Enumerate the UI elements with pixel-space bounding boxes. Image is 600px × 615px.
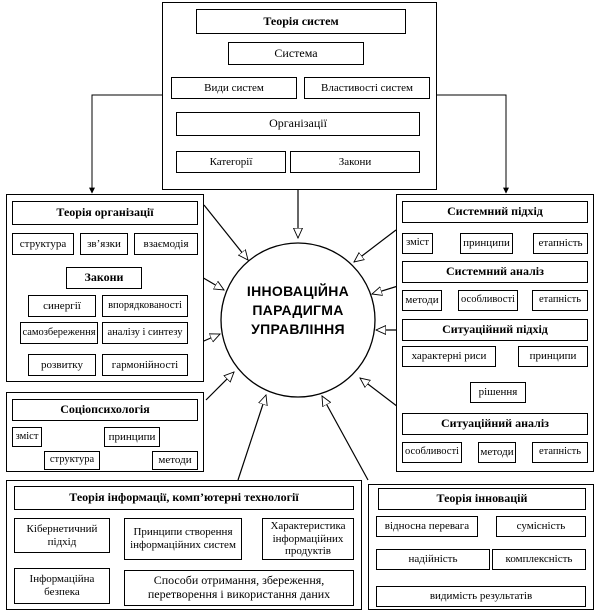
socio-item-structure: структура [44,451,100,470]
law-orderliness: впорядкованості [102,295,188,317]
compatibility-box: сумісність [496,516,586,537]
sociopsychology-title: Соціопсихологія [12,399,198,421]
data-methods-box: Способи отримання, збереження, перетворе… [124,570,354,606]
law-harmony: гармонійності [102,354,188,376]
info-security-box: Інформаційна безпека [14,568,110,604]
sit-approach-features: характерні риси [402,346,496,367]
center-line-1: ІННОВАЦІЙНА [246,283,350,299]
sit-approach-decision: рішення [470,382,526,403]
complexity-box: комплексність [492,549,586,570]
law-development: розвитку [28,354,96,376]
law-synergy: синергії [28,295,96,317]
sys-approach-content: зміст [402,233,433,254]
categories-box: Категорії [176,151,286,173]
center-line-3: УПРАВЛІННЯ [251,321,345,337]
system-kinds-box: Види систем [171,77,297,99]
sit-analysis-stages: етапність [532,442,588,463]
center-title: ІННОВАЦІЙНА ПАРАДИГМА УПРАВЛІННЯ [236,282,360,339]
organizations-box: Організації [176,112,420,136]
organization-theory-panel [6,194,204,382]
systems-theory-title: Теорія систем [196,9,406,34]
sys-analysis-methods: методи [402,290,442,311]
reliability-box: надійність [376,549,490,570]
org-laws-title: Закони [66,267,142,289]
cybernetic-approach-box: Кібернетичний підхід [14,518,110,553]
system-analysis-title: Системний аналіз [402,261,588,283]
info-products-characteristics-box: Характеристика інформаційних продуктів [262,518,354,560]
sys-approach-stages: етапність [533,233,588,254]
innovation-theory-title: Теорія інновацій [378,488,586,510]
info-systems-principles-box: Принципи створення інформаційних систем [124,518,242,560]
org-item-links: зв’язки [80,233,128,255]
system-box: Система [228,42,364,65]
info-theory-title: Теорія інформації, комп’ютерні технологі… [14,486,354,510]
sit-approach-principles: принципи [518,346,588,367]
socio-item-principles: принципи [104,427,160,447]
center-line-2: ПАРАДИГМА [252,302,344,318]
law-self-preservation: самозбереження [20,322,98,344]
situational-analysis-title: Ситуаційний аналіз [402,413,588,435]
results-visibility-box: видимість результатів [376,586,586,607]
sys-approach-principles: принципи [460,233,513,254]
sys-analysis-features: особливості [458,290,518,311]
socio-item-content: зміст [12,427,42,447]
law-analysis-synthesis: аналізу і синтезу [102,322,188,344]
relative-advantage-box: відносна перевага [376,516,478,537]
system-properties-box: Властивості систем [304,77,430,99]
org-item-structure: структура [12,233,74,255]
organization-theory-title: Теорія організації [12,201,198,225]
sit-analysis-methods: методи [478,442,516,463]
center-circle [220,242,376,398]
system-approach-title: Системний підхід [402,201,588,223]
sit-analysis-features: особливості [402,442,462,463]
org-item-interaction: взаємодія [134,233,198,255]
sys-analysis-stages: етапність [532,290,588,311]
situational-approach-title: Ситуаційний підхід [402,319,588,341]
socio-item-methods: методи [152,451,198,470]
laws-box: Закони [290,151,420,173]
